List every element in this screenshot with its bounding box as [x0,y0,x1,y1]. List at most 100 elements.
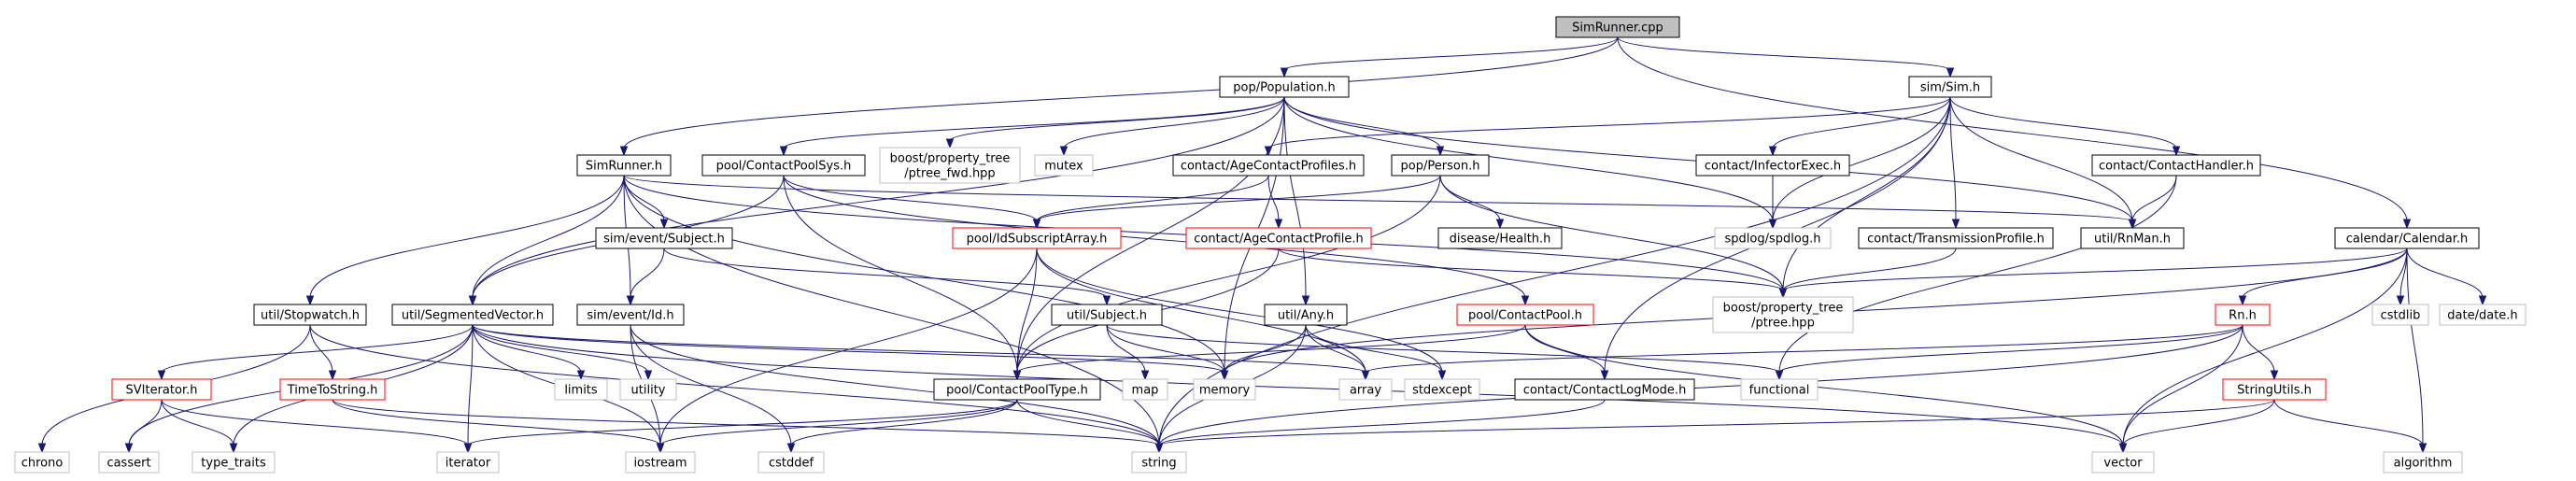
edge-timetostring_h-to-string [332,399,1164,454]
arrow-head-icon [1280,67,1289,78]
node-agecontactprofile-h[interactable]: contact/AgeContactProfile.h [1185,227,1372,249]
edge-line [467,324,474,446]
node-box [1404,378,1480,401]
arrow-head-icon [328,370,337,381]
node-box [2091,451,2155,474]
edge-line [1949,96,2133,222]
arrow-head-icon [1301,295,1310,306]
node-segmentedvector-h[interactable]: util/SegmentedVector.h [391,304,554,326]
node-subject-util-h[interactable]: util/Subject.h [1051,304,1163,326]
node-infectorexec-h[interactable]: contact/InfectorExec.h [1695,154,1850,177]
edge-line [1283,96,1774,222]
edge-line [472,324,649,374]
node-label: map [1132,384,1159,398]
node-string: string [1131,451,1187,474]
node-box [625,451,696,474]
node-transmissionprofile-h[interactable]: contact/TransmissionProfile.h [1858,227,2054,249]
node-person-h[interactable]: pop/Person.h [1391,154,1490,177]
node-label: util/Any.h [1278,309,1334,323]
node-memory: memory [1193,378,1256,401]
node-stopwatch-h[interactable]: util/Stopwatch.h [253,304,367,326]
arrow-head-icon [1778,288,1788,299]
arrow-head-icon [305,295,315,306]
node-sim-h[interactable]: sim/Sim.h [1908,76,1992,98]
node-stringutils-h[interactable]: StringUtils.h [2222,378,2327,401]
node-rn-h[interactable]: Rn.h [2215,304,2271,326]
node-contacthandler-h[interactable]: contact/ContactHandler.h [2091,154,2261,177]
edge-line [472,324,1366,374]
edge-line [1949,96,2177,149]
edge-line [1439,175,1501,222]
node-label: array [1350,384,1381,398]
node-calendar-h[interactable]: calendar/Calendar.h [2334,227,2480,249]
node-health-h[interactable]: disease/Health.h [1437,227,1563,249]
node-label: pool/ContactPoolSys.h [716,160,852,174]
edge-rn_h-to-stringutils_h [2242,324,2279,381]
edge-line [623,175,1225,374]
node-ptree-hpp: boost/property_tree/ptree.hpp [1712,296,1854,333]
edge-simrunner_cpp-to-sim_h [1617,36,1955,78]
edge-line [1016,175,1441,374]
node-subject-sim-h[interactable]: sim/event/Subject.h [595,227,733,249]
node-simrunner-cpp[interactable]: SimRunner.cpp [1555,16,1680,38]
node-contactpool-h[interactable]: pool/ContactPool.h [1456,304,1594,326]
edge-line [1949,96,1957,222]
node-box [1908,76,1992,98]
node-label: iterator [446,457,491,471]
node-vector: vector [2091,451,2155,474]
node-label: chrono [21,457,64,471]
edge-stringutils_h-to-vector [2118,399,2275,454]
node-population-h[interactable]: pop/Population.h [1219,76,1350,98]
node-contactpoolsys-h[interactable]: pool/ContactPoolSys.h [701,154,866,177]
edge-line [2122,399,2275,446]
node-box [952,227,1122,249]
edge-line [949,96,1285,142]
edge-line [1063,96,1285,149]
edge-simrunner_h-to-stopwatch_h [305,175,625,306]
node-label: contact/TransmissionProfile.h [1867,233,2045,247]
node-label: Rn.h [2229,309,2257,323]
node-label: algorithm [2394,457,2453,471]
arrow-head-icon [1220,370,1229,381]
edge-line [309,324,1160,446]
arrow-head-icon [1102,295,1111,306]
arrow-head-icon [1361,370,1370,381]
arrow-head-icon [1437,370,1447,381]
edge-line [161,399,234,446]
node-id-h[interactable]: sim/event/Id.h [576,304,685,326]
node-label: disease/Health.h [1450,233,1551,247]
node-contactlogmode-h[interactable]: contact/ContactLogMode.h [1514,378,1695,401]
node-sviterator-h[interactable]: SVIterator.h [111,378,212,401]
edge-segmentedvector_h-to-memory [472,324,1229,381]
edge-line [630,248,665,299]
edge-line [1782,248,2408,291]
node-contactpooltype-h[interactable]: pool/ContactPoolType.h [933,378,1101,401]
node-box [1437,227,1563,249]
node-idsubscriptarray-h[interactable]: pool/IdSubscriptArray.h [952,227,1122,249]
edge-sim_h-to-contacthandler_h [1949,96,2181,157]
node-label: stdexcept [1412,384,1472,398]
edge-line [2273,399,2424,446]
edge-simrunner_cpp-to-population_h [1280,36,1619,78]
node-label: utility [631,384,666,398]
node-box [1514,378,1695,401]
edge-contactpooltype_h-to-string [1016,399,1164,454]
node-agecontactprofiles-h[interactable]: contact/AgeContactProfiles.h [1172,154,1365,177]
arrow-head-icon [945,138,955,149]
edge-segmentedvector_h-to-array [472,324,1370,381]
edge-calendar_h-to-vector [2118,248,2408,454]
node-rnman-h[interactable]: util/RnMan.h [2080,227,2185,249]
node-timetostring-h[interactable]: TimeToString.h [279,378,386,401]
arrow-head-icon [2270,370,2279,381]
edge-transmissionprofile_h-to-ptree_hpp [1778,248,1957,299]
edge-line [1617,36,1951,71]
node-label: pop/Person.h [1401,160,1480,174]
node-label: contact/ContactHandler.h [2099,160,2254,174]
edge-line [623,175,2133,222]
arrow-head-icon [229,443,238,454]
node-any-h[interactable]: util/Any.h [1264,304,1348,326]
arrow-head-icon [2418,443,2427,454]
node-simrunner-h[interactable]: SimRunner.h [576,154,672,177]
edge-population_h-to-segmentedvector_h [468,96,1285,306]
